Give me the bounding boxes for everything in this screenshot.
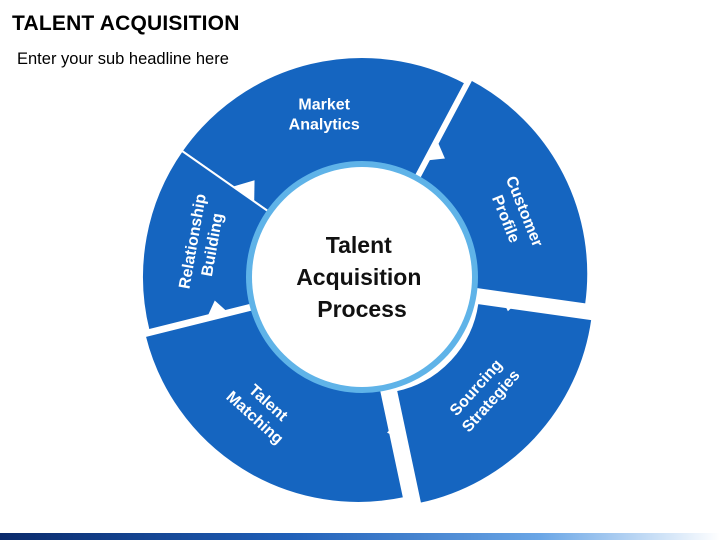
center-line-1: Talent <box>326 232 392 258</box>
footer-accent-bar <box>0 533 720 540</box>
center-line-3: Process <box>317 296 407 322</box>
center-circle <box>252 167 472 387</box>
segment-label-line: Analytics <box>289 116 360 133</box>
slide-subtitle: Enter your sub headline here <box>17 50 229 68</box>
slide-title: TALENT ACQUISITION <box>12 12 240 35</box>
segment-label-line: Market <box>298 96 350 113</box>
arrow-after-relationship-building <box>232 180 255 202</box>
center-label: Talent Acquisition Process <box>296 232 428 322</box>
arrow-after-customer-profile <box>498 292 525 312</box>
arrow-after-talent-matching <box>205 300 231 322</box>
segments-layer <box>141 56 594 505</box>
arrow-after-sourcing-strategies <box>387 417 408 443</box>
arrow-after-market-analytics <box>423 137 445 161</box>
segment-sourcing-strategies <box>394 301 594 505</box>
arrows-layer <box>205 137 525 443</box>
center-line-2: Acquisition <box>296 264 421 290</box>
